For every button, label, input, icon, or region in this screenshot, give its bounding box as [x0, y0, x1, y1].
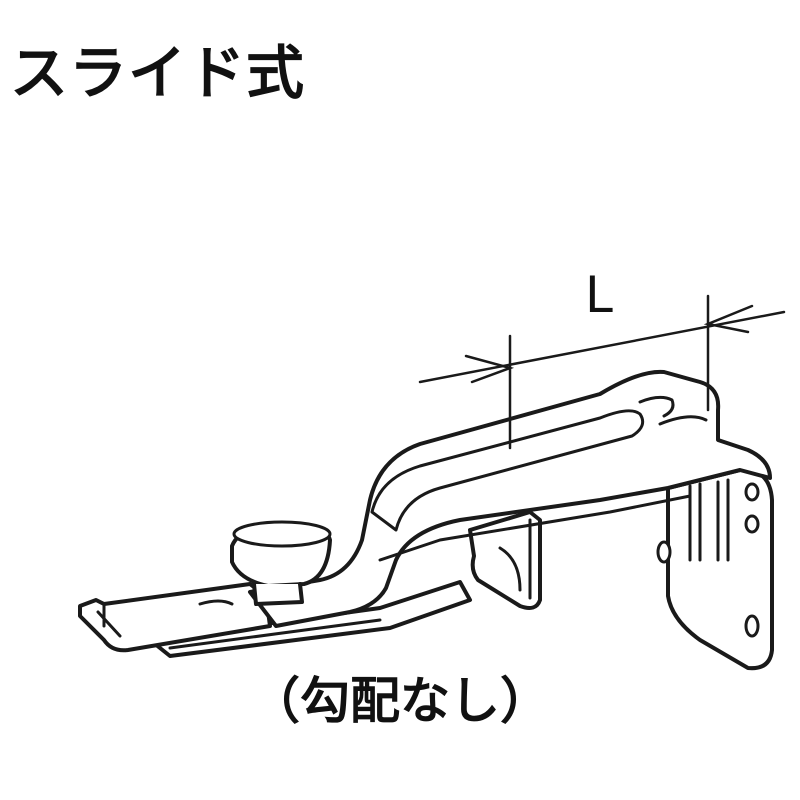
- thumb-screw: [230, 520, 332, 606]
- main-arm: [248, 369, 772, 628]
- diagram-title: スライド式: [10, 39, 306, 107]
- hook-clip: [468, 510, 542, 610]
- wall-plate: [656, 467, 774, 671]
- caption: （勾配なし）: [250, 672, 550, 730]
- dimension-l: [418, 294, 786, 450]
- dimension-label: L: [585, 266, 613, 324]
- slide-plate: [78, 582, 272, 653]
